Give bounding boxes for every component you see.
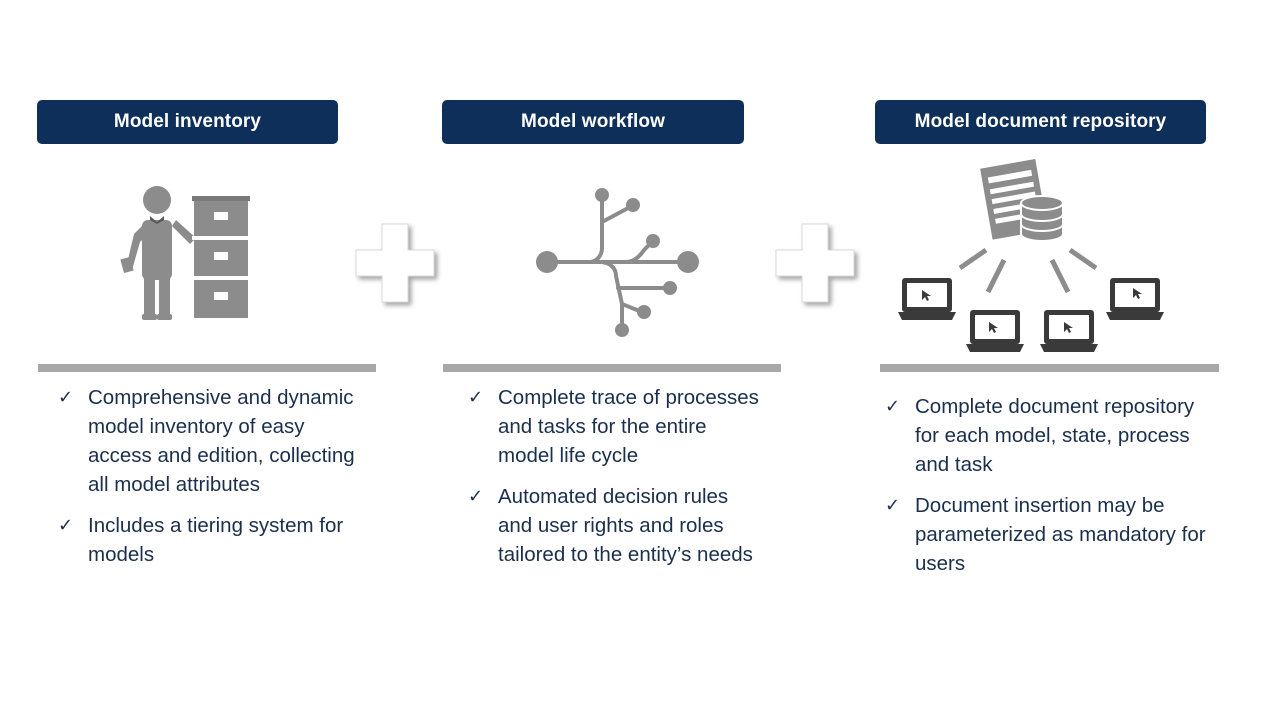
laptop-icon bbox=[1106, 278, 1164, 320]
header-model-workflow: Model workflow bbox=[442, 100, 744, 144]
divider-workflow bbox=[443, 364, 781, 372]
laptop-icon bbox=[966, 310, 1024, 352]
divider-inventory bbox=[38, 364, 376, 372]
divider-repository bbox=[880, 364, 1219, 372]
person-filing-cabinet-icon bbox=[120, 186, 250, 320]
checkmark-icon: ✓ bbox=[885, 495, 901, 516]
checkmark-icon: ✓ bbox=[58, 515, 74, 536]
checkmark-icon: ✓ bbox=[885, 396, 901, 417]
list-item: ✓ Automated decision rules and user righ… bbox=[468, 482, 768, 569]
list-item: ✓ Complete trace of processes and tasks … bbox=[468, 383, 768, 470]
checkmark-icon: ✓ bbox=[468, 387, 484, 408]
checkmark-icon: ✓ bbox=[468, 486, 484, 507]
list-item: ✓ Complete document repository for each … bbox=[885, 392, 1210, 479]
laptop-icon bbox=[898, 278, 956, 320]
header-title: Model workflow bbox=[521, 111, 665, 132]
workflow-branch-icon bbox=[536, 188, 699, 337]
bullet-list-repository: ✓ Complete document repository for each … bbox=[885, 392, 1210, 590]
list-item: ✓ Comprehensive and dynamic model invent… bbox=[58, 383, 363, 499]
laptop-icon bbox=[1040, 310, 1098, 352]
header-model-document-repository: Model document repository bbox=[875, 100, 1206, 144]
bullet-list-workflow: ✓ Complete trace of processes and tasks … bbox=[468, 383, 768, 581]
plus-icon bbox=[775, 223, 855, 303]
document-database-network-icon bbox=[898, 158, 1164, 352]
checkmark-icon: ✓ bbox=[58, 387, 74, 408]
header-title: Model inventory bbox=[113, 111, 262, 132]
list-item: ✓ Document insertion may be parameterize… bbox=[885, 491, 1210, 578]
header-title: Model document repository bbox=[914, 111, 1167, 132]
list-item: ✓ Includes a tiering system for models bbox=[58, 511, 363, 569]
header-model-inventory: Model inventory bbox=[37, 100, 338, 144]
bullet-list-inventory: ✓ Comprehensive and dynamic model invent… bbox=[58, 383, 363, 581]
plus-icon bbox=[355, 223, 435, 303]
